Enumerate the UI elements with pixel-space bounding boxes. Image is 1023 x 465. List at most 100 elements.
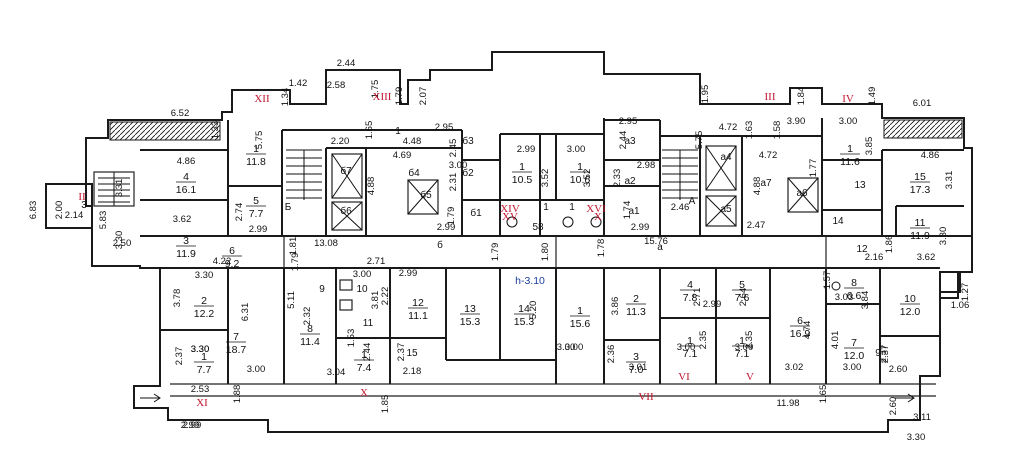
level-mark: h-3.10 [515,275,545,287]
dimension-label: 1.65 [818,385,829,404]
section-roman-numeral: XI [196,397,208,409]
dimension-label: 3.00 [843,362,862,373]
dimension-label: 2.58 [327,80,346,91]
dimension-label: 1.88 [232,385,243,404]
dimension-label: 3.90 [787,116,806,127]
dimension-label: 2.37 [174,347,185,366]
room-code: б4 [408,167,420,179]
building-outline [45,51,973,433]
room-area: 9.2 [225,258,240,270]
room-area: 7.6 [735,292,750,304]
room-area: 6.6 [847,290,862,302]
dimension-label: 3.31 [114,179,125,198]
room-area: 7.4 [357,362,372,374]
room-number: 15 [914,171,926,183]
dimension-label: 3.30 [114,231,125,250]
dimension-label: 1.86 [884,235,895,254]
room-code: 1 [395,126,401,137]
dimension-label: 1.78 [596,239,607,258]
room-number: 7 [233,331,239,343]
section-roman-numeral: XII [254,93,270,105]
room-area: 16.9 [790,328,811,340]
room-number: 1 [253,143,259,155]
dimension-label: 3.00 [677,342,696,353]
section-roman-numeral: XIV [500,203,520,215]
room-code: а [657,242,663,253]
dimension-label: 3.78 [172,289,183,308]
room-code: 15 [406,348,418,359]
left-annex [45,183,93,229]
dimension-label: 5.75 [694,131,705,150]
dimension-label: 11.98 [776,398,799,409]
room-area: 7.0 [629,364,644,376]
dimension-label: 3.81 [370,291,381,310]
stair-icon [93,171,135,207]
dimension-label: 6.31 [240,303,251,322]
dimension-label: 2.98 [637,160,656,171]
dimension-label: 2.99 [517,144,536,155]
dimension-label: 4.86 [177,156,196,167]
room-area: 7.1 [735,348,750,360]
dimension-label: 3.03 [835,292,854,303]
room-area: 15.3 [514,316,535,328]
dimension-label: 1.80 [540,243,551,262]
room-number: 4 [687,279,693,291]
room-area: 11.6 [840,156,860,168]
dimension-label: 3.00 [839,116,858,127]
room-area: 15.6 [570,318,591,330]
section-roman-numeral: XVI [586,203,606,215]
dimension-label: 2.53 [191,384,210,395]
dimension-label: 2.44 [337,58,356,69]
room-number: 1 [577,305,583,317]
dimension-label: 5.20 [528,301,539,320]
dimension-label: 2.47 [747,220,766,231]
dimension-label: 1.79 [490,243,501,262]
dimension-label: 4.72 [759,150,778,161]
room-code: 12 [856,244,868,255]
room-area: 15.3 [460,316,481,328]
dimension-label: 2.99 [399,268,418,279]
room-code: Б [285,202,292,213]
dimension-label: 4.72 [719,122,738,133]
elevator-shaft-icon [705,145,819,227]
dimension-label: 1.53 [346,329,357,348]
dimension-label: 3.00 [735,342,754,353]
dimension-label: 2.99 [183,420,202,431]
dimension-label: 2.31 [448,173,459,192]
section-roman-numeral: V [746,371,754,383]
room-number: 10 [904,293,916,305]
room-number: 5 [739,279,745,291]
dimension-label: 2.74 [234,203,245,222]
dimension-label: 1.79 [446,207,457,226]
room-code: б5 [420,189,432,201]
dimension-label: 1.79 [290,253,301,272]
room-code: а4 [720,152,732,163]
room-area: 11.3 [626,306,646,318]
dimension-label: 2.07 [418,87,429,106]
room-area: 11.9 [910,230,930,242]
dimension-label: 3.30 [191,344,210,355]
room-area: 10.5 [512,174,533,186]
section-roman-numeral: VI [678,371,690,383]
dimension-label: 1.27 [960,283,971,302]
room-number: 1 [739,335,745,347]
room-code: 11 [363,318,374,329]
dimension-label: 3.62 [917,252,936,263]
room-code: б6 [340,205,352,217]
section-roman-numeral: XV [502,211,518,223]
elevator-shaft-icon [331,153,439,231]
dimension-label: 2.50 [113,238,132,249]
dimension-label: 6.01 [913,98,932,109]
dimension-label: 2.44 [362,343,373,362]
room-area: 7.1 [683,348,698,360]
section-roman-numeral: X [594,211,602,223]
dimension-label: 4.22 [213,256,232,267]
dimension-label: 2.45 [448,139,459,158]
room-code: а3 [624,136,636,147]
room-area: 18.7 [226,344,247,356]
dimension-label: 5.83 [98,211,109,230]
section-roman-numeral: X [360,387,368,399]
dimension-label: 4.69 [393,150,412,161]
room-code: 9 [319,284,325,295]
